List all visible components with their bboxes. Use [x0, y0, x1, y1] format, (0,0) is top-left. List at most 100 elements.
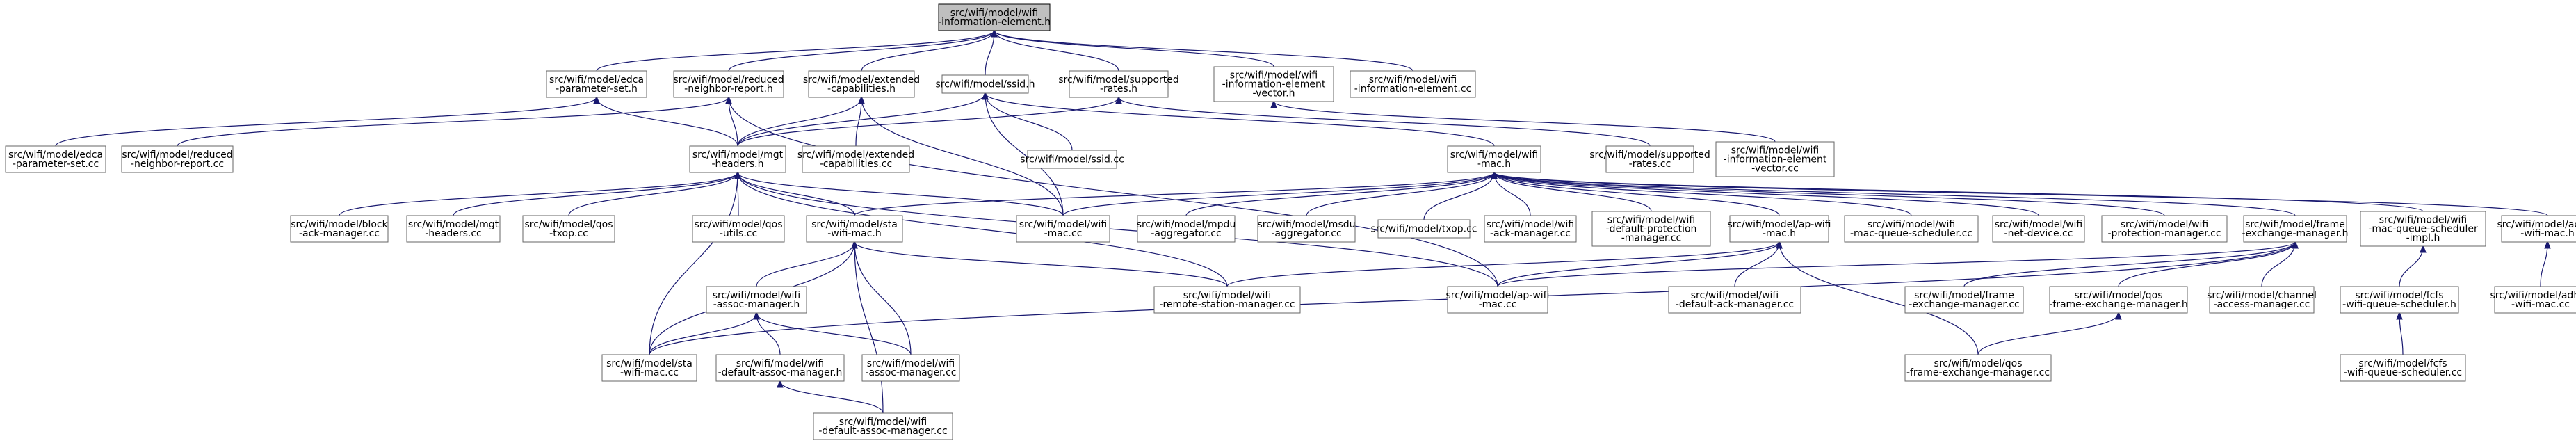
- edge-wifimac_cc-to-mgt_h: [738, 172, 1064, 216]
- node-label-iev_h: src/wifi/model/wifi-information-element-…: [1222, 70, 1326, 99]
- node-ie_cc[interactable]: src/wifi/model/wifi-information-element.…: [1350, 70, 1476, 98]
- node-rnr_cc[interactable]: src/wifi/model/reduced-neighbor-report.c…: [121, 145, 234, 173]
- node-label-line: -headers.cc: [425, 228, 482, 239]
- node-label-line: -mac-queue-scheduler: [2368, 224, 2478, 235]
- edge-stamac_h-to-mgt_h: [738, 172, 855, 216]
- node-box-ackmgr_cc: [1484, 215, 1577, 243]
- node-label-line: src/wifi/model/fcfs: [2358, 358, 2447, 369]
- node-label-line: src/wifi/model/mgt: [408, 219, 499, 230]
- node-label-suprates_cc: src/wifi/model/supported-rates.cc: [1589, 150, 1710, 170]
- edge-fcfs_cc-to-fcfs_h: [2399, 313, 2404, 355]
- node-label-line: -utils.cc: [720, 228, 757, 239]
- node-root[interactable]: src/wifi/model/wifi-information-element.…: [938, 3, 1051, 31]
- node-chaccess_cc[interactable]: src/wifi/model/channel-access-manager.cc: [2207, 286, 2317, 314]
- node-qosutils_cc[interactable]: src/wifi/model/qos-utils.cc: [692, 215, 785, 243]
- node-apmac_cc[interactable]: src/wifi/model/ap-wifi-mac.cc: [1445, 286, 1550, 314]
- edge-fem_h-to-wifimac_h: [1494, 172, 2296, 216]
- node-defassoc_cc[interactable]: src/wifi/model/wifi-default-assoc-manage…: [813, 412, 953, 440]
- node-macqsched_cc[interactable]: src/wifi/model/wifi-mac-queue-scheduler.…: [1844, 215, 1979, 243]
- node-label-line: -aggregator.cc: [1151, 228, 1221, 239]
- node-fem_cc[interactable]: src/wifi/model/frame-exchange-manager.cc: [1904, 286, 2024, 314]
- node-fcfs_h[interactable]: src/wifi/model/fcfs-wifi-queue-scheduler…: [2340, 286, 2459, 314]
- node-netdev_cc[interactable]: src/wifi/model/wifi-net-device.cc: [1992, 215, 2085, 243]
- node-suprates_cc[interactable]: src/wifi/model/supported-rates.cc: [1589, 145, 1710, 173]
- node-label-line: -manager.cc: [1621, 233, 1682, 244]
- node-stamac_h[interactable]: src/wifi/model/sta-wifi-mac.h: [806, 215, 903, 243]
- node-label-line: src/wifi/model/ssid.cc: [1020, 154, 1124, 166]
- node-label-rnr_cc: src/wifi/model/reduced-neighbor-report.c…: [122, 150, 232, 170]
- node-edca_h[interactable]: src/wifi/model/edca-parameter-set.h: [546, 70, 647, 98]
- edge-assoc_cc-to-stamac_h: [854, 242, 912, 355]
- node-rnr_h[interactable]: src/wifi/model/reduced-neighbor-report.h: [673, 70, 784, 98]
- edge-rsm_cc-to-stamac_h: [854, 242, 1228, 287]
- node-protmgr_cc[interactable]: src/wifi/model/wifi-protection-manager.c…: [2101, 215, 2228, 243]
- node-label-line: src/wifi/model/wifi: [867, 358, 955, 369]
- node-mgt_cc[interactable]: src/wifi/model/mgt-headers.cc: [406, 215, 501, 243]
- node-adhoc_cc[interactable]: src/wifi/model/adhoc-wifi-mac.cc: [2490, 286, 2576, 314]
- node-txop_cc[interactable]: src/wifi/model/txop.cc: [1371, 219, 1477, 239]
- node-label-line: src/wifi/model/channel: [2207, 290, 2317, 301]
- node-blockack_cc[interactable]: src/wifi/model/block-ack-manager.cc: [290, 215, 389, 243]
- node-label-line: -impl.h: [2406, 233, 2440, 244]
- edge-wifimac_cc-to-wifimac_h: [1062, 172, 1494, 216]
- edge-blockack_cc-to-mgt_h: [339, 172, 738, 216]
- node-mpdu_cc[interactable]: src/wifi/model/mpdu-aggregator.cc: [1137, 215, 1236, 243]
- node-label-stamac_cc: src/wifi/model/sta-wifi-mac.cc: [606, 358, 692, 378]
- node-label-line: -default-assoc-manager.h: [718, 367, 843, 378]
- node-wifimac_cc[interactable]: src/wifi/model/wifi-mac.cc: [1016, 215, 1110, 243]
- node-defprot_cc[interactable]: src/wifi/model/wifi-default-protection-m…: [1591, 211, 1711, 247]
- node-label-line: src/wifi/model/edca: [8, 150, 103, 161]
- node-defack_cc[interactable]: src/wifi/model/wifi-default-ack-manager.…: [1668, 286, 1801, 314]
- node-qosfem_h[interactable]: src/wifi/model/qos-frame-exchange-manage…: [2049, 286, 2188, 314]
- node-adhoc_h[interactable]: src/wifi/model/adhoc-wifi-mac.h: [2497, 215, 2576, 243]
- node-label-line: src/wifi/model/wifi: [713, 290, 801, 301]
- node-box-defprot_cc: [1591, 211, 1711, 247]
- edge-iev_h-to-root: [994, 31, 1274, 67]
- node-apmac_h[interactable]: src/wifi/model/ap-wifi-mac.h: [1727, 215, 1831, 243]
- node-qosfem_cc[interactable]: src/wifi/model/qos-frame-exchange-manage…: [1904, 354, 2052, 382]
- node-edca_cc[interactable]: src/wifi/model/edca-parameter-set.cc: [5, 145, 106, 173]
- node-label-line: src/wifi/model/qos: [694, 219, 782, 230]
- node-wifimac_h[interactable]: src/wifi/model/wifi-mac.h: [1447, 145, 1541, 173]
- node-label-chaccess_cc: src/wifi/model/channel-access-manager.cc: [2207, 290, 2317, 310]
- node-extcap_h[interactable]: src/wifi/model/extended-capabilities.h: [803, 70, 920, 98]
- node-stamac_cc[interactable]: src/wifi/model/sta-wifi-mac.cc: [601, 354, 697, 382]
- node-label-line: -net-device.cc: [2004, 228, 2073, 239]
- node-fcfs_cc[interactable]: src/wifi/model/fcfs-wifi-queue-scheduler…: [2340, 354, 2466, 382]
- node-label-iev_cc: src/wifi/model/wifi-information-element-…: [1724, 145, 1827, 175]
- node-extcap_cc[interactable]: src/wifi/model/extended-capabilities.cc: [797, 145, 914, 173]
- node-mgt_h[interactable]: src/wifi/model/mgt-headers.h: [689, 145, 786, 173]
- edge-stamac_h-to-wifimac_h: [854, 172, 1494, 216]
- node-qostxop_cc[interactable]: src/wifi/model/qos-txop.cc: [522, 215, 615, 243]
- node-box-stamac_h: [806, 215, 903, 243]
- node-assoc_h[interactable]: src/wifi/model/wifi-assoc-manager.h: [706, 286, 807, 314]
- edge-defassoc_cc-to-defassoc_h: [780, 381, 884, 414]
- node-ssid_cc[interactable]: src/wifi/model/ssid.cc: [1020, 150, 1124, 169]
- node-suprates_h[interactable]: src/wifi/model/supported-rates.h: [1058, 70, 1179, 98]
- node-box-apmac_h: [1729, 215, 1829, 243]
- node-defassoc_h[interactable]: src/wifi/model/wifi-default-assoc-manage…: [715, 354, 845, 382]
- node-box-root: [938, 3, 1051, 31]
- node-box-qosutils_cc: [692, 215, 785, 243]
- node-label-line: -access-manager.cc: [2214, 299, 2310, 310]
- node-box-adhoc_cc: [2494, 286, 2576, 314]
- node-label-line: -exchange-manager.h: [2242, 228, 2349, 239]
- node-box-ssid_h: [941, 74, 1029, 94]
- node-iev_h[interactable]: src/wifi/model/wifi-information-element-…: [1213, 66, 1334, 102]
- node-label-defassoc_cc: src/wifi/model/wifi-default-assoc-manage…: [818, 417, 947, 437]
- node-label-line: src/wifi/model/wifi: [2379, 215, 2468, 226]
- node-label-line: -default-protection: [1606, 224, 1697, 235]
- node-macqschedimpl_h[interactable]: src/wifi/model/wifi-mac-queue-scheduler-…: [2360, 211, 2486, 247]
- node-box-fcfs_cc: [2340, 354, 2466, 382]
- node-iev_cc[interactable]: src/wifi/model/wifi-information-element-…: [1715, 141, 1835, 177]
- node-assoc_cc[interactable]: src/wifi/model/wifi-assoc-manager.cc: [861, 354, 960, 382]
- edge-apmac_cc-to-apmac_h: [1497, 242, 1779, 287]
- node-ackmgr_cc[interactable]: src/wifi/model/wifi-ack-manager.cc: [1484, 215, 1577, 243]
- node-ssid_h[interactable]: src/wifi/model/ssid.h: [935, 74, 1035, 94]
- node-label-line: src/wifi/model/txop.cc: [1371, 224, 1477, 235]
- node-rsm_cc[interactable]: src/wifi/model/wifi-remote-station-manag…: [1153, 286, 1301, 314]
- node-box-wifimac_h: [1447, 145, 1541, 173]
- node-fem_h[interactable]: src/wifi/model/frame-exchange-manager.h: [2242, 215, 2349, 243]
- edge-msdu_cc-to-wifimac_h: [1306, 172, 1494, 216]
- node-msdu_cc[interactable]: src/wifi/model/msdu-aggregator.cc: [1257, 215, 1356, 243]
